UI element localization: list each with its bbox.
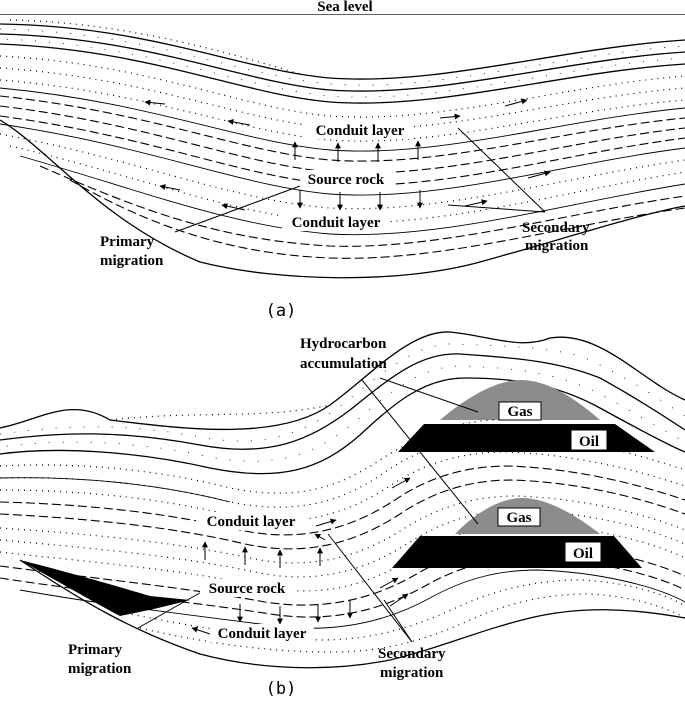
oil-upper-label: Oil <box>579 434 599 450</box>
panel-a <box>0 14 685 279</box>
hydro-pointer-2 <box>361 379 479 525</box>
primary-pointer-a <box>174 185 301 233</box>
sea-level-label: Sea level <box>317 0 372 15</box>
secondary-migration-label-a-1: Secondary <box>522 220 590 236</box>
primary-migration-label-a-1: Primary <box>100 234 155 250</box>
gas-upper-box <box>498 401 542 421</box>
source-rock-a <box>0 95 685 196</box>
primary-migration-label-b-2: migration <box>68 661 132 677</box>
gas-upper-label: Gas <box>507 404 532 420</box>
secondary-migration-label-a-2: migration <box>525 238 589 254</box>
oil-lower-box <box>564 541 602 563</box>
secondary-pointer-b1 <box>327 533 413 643</box>
limestone-layer-b <box>0 331 685 475</box>
secondary-migration-label-b-2: migration <box>380 665 444 681</box>
hydrocarbon-label-2: accumulation <box>300 356 387 372</box>
conduit-lower-label-b: Conduit layer <box>218 626 307 642</box>
panel-b <box>0 331 685 669</box>
migration-arrows-a <box>144 98 551 211</box>
hydro-pointer-1 <box>379 377 479 413</box>
basin-bottom-a <box>0 119 685 279</box>
conduit-upper-label-a: Conduit layer <box>316 123 405 139</box>
upper-conduit-b <box>0 419 685 550</box>
secondary-pointer-b2 <box>383 599 413 643</box>
source-rock-label-b: Source rock <box>209 581 286 597</box>
limestone-layer-a <box>0 19 685 104</box>
lower-conduit-a <box>0 133 685 236</box>
conduit-upper-label-b: Conduit layer <box>207 514 296 530</box>
primary-migration-label-b-1: Primary <box>68 642 123 658</box>
secondary-migration-label-b-1: Secondary <box>378 646 446 662</box>
gas-lower-label: Gas <box>506 510 531 526</box>
hydrocarbon-label-1: Hydrocarbon <box>300 336 387 352</box>
primary-pointer-b <box>137 589 206 629</box>
gas-lower-box <box>497 507 541 527</box>
secondary-pointer-a1 <box>457 127 546 213</box>
source-rock-wedge <box>20 560 190 616</box>
source-rock-label-a: Source rock <box>308 172 385 188</box>
caption-a: (a) <box>266 301 297 321</box>
oil-upper-box <box>570 429 608 451</box>
conduit-lower-label-a: Conduit layer <box>292 215 381 231</box>
oil-lower-label: Oil <box>573 546 593 562</box>
primary-migration-label-a-2: migration <box>100 253 164 269</box>
secondary-pointer-a2 <box>447 204 546 213</box>
caption-b: (b) <box>266 679 297 699</box>
migration-arrows-b <box>191 477 411 635</box>
